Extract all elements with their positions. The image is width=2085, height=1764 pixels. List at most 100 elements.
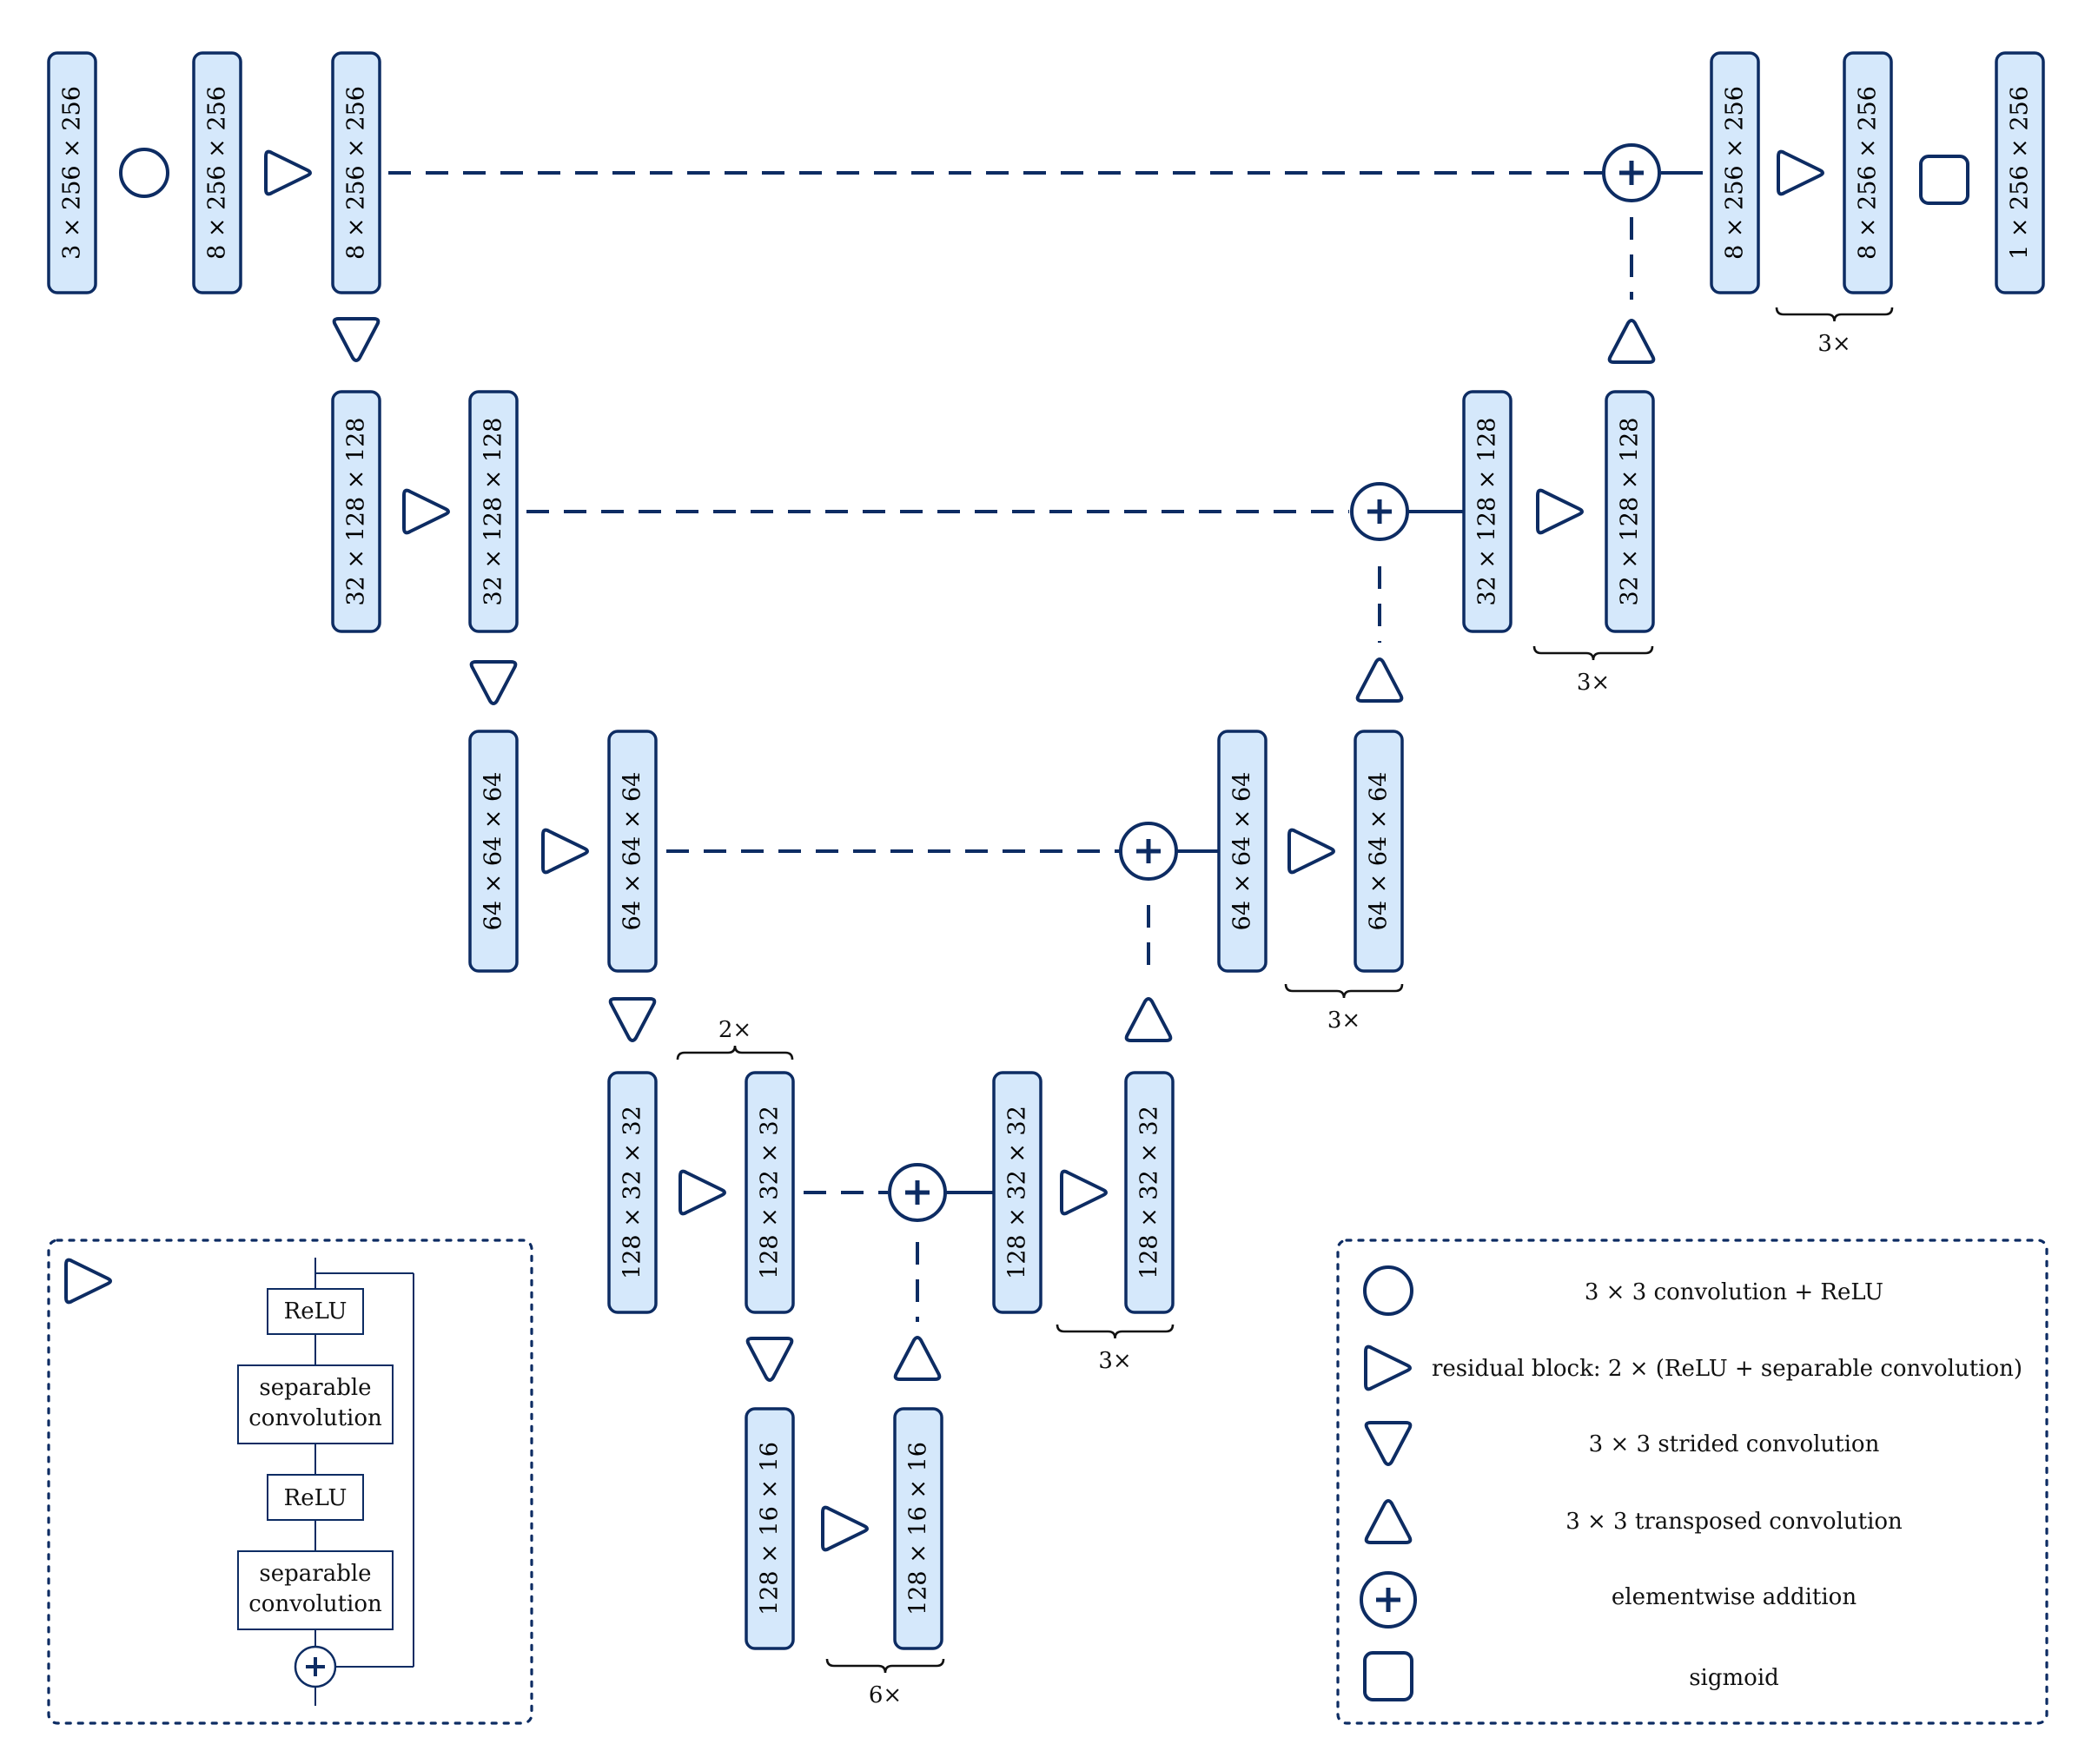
legend-addition-icon <box>1360 1571 1417 1629</box>
relu-box-1 <box>267 1288 364 1335</box>
tensor-shape-label: 128 × 32 × 32 <box>619 1106 646 1279</box>
tensor-block-b1: 3 × 256 × 256 <box>47 51 97 294</box>
tensor-shape-label: 32 × 128 × 128 <box>480 417 507 605</box>
tensor-block-b11: 128 × 16 × 16 <box>893 1407 943 1650</box>
tensor-shape-label: 64 × 64 × 64 <box>1229 772 1256 931</box>
conv-relu-icon <box>119 148 169 198</box>
tensor-block-b12: 128 × 32 × 32 <box>992 1071 1042 1314</box>
tensor-shape-label: 128 × 32 × 32 <box>1136 1106 1163 1279</box>
tensor-shape-label: 128 × 16 × 16 <box>905 1442 932 1615</box>
tensor-block-b3: 8 × 256 × 256 <box>331 51 381 294</box>
transposed-conv-icon <box>1124 997 1173 1042</box>
legend-addition-label: elementwise addition <box>1612 1584 1857 1610</box>
tensor-block-b7: 64 × 64 × 64 <box>607 730 658 973</box>
tensor-shape-label: 8 × 256 × 256 <box>1855 86 1882 260</box>
tensor-shape-label: 8 × 256 × 256 <box>1722 86 1749 260</box>
elementwise-add-icon <box>1119 822 1178 881</box>
tensor-block-b9: 128 × 32 × 32 <box>745 1071 795 1314</box>
strided-conv-icon <box>608 997 657 1042</box>
separable-conv-box-2 <box>237 1550 394 1630</box>
repeat-count-label: 6× <box>869 1682 902 1708</box>
tensor-block-b14: 64 × 64 × 64 <box>1217 730 1268 973</box>
elementwise-add-icon <box>1602 143 1661 202</box>
transposed-conv-icon <box>893 1336 942 1381</box>
repeat-count-label: 3× <box>1327 1008 1360 1034</box>
tensor-shape-label: 32 × 128 × 128 <box>1474 417 1501 605</box>
legend-sigmoid-icon <box>1363 1651 1413 1701</box>
residual-legend-frame <box>47 1239 533 1725</box>
separable-label-2: separable <box>259 1561 371 1587</box>
repeat-brace-level3: 3× <box>1056 1324 1175 1374</box>
relu-label-2: ReLU <box>284 1485 348 1511</box>
symbol-legend: 3 × 3 convolution + ReLU residual block:… <box>1336 1239 2049 1725</box>
symbol-legend-frame <box>1336 1239 2049 1725</box>
strided-conv-icon <box>745 1337 794 1382</box>
relu-box-2 <box>267 1474 364 1521</box>
legend-residual-label: residual block: 2 × (ReLU + separable co… <box>1432 1356 2022 1382</box>
relu-label-1: ReLU <box>284 1298 348 1325</box>
transposed-conv-icon <box>1355 657 1404 703</box>
residual-block-icon <box>541 828 589 875</box>
tensor-block-b2: 8 × 256 × 256 <box>192 51 242 294</box>
legend-transposed-label: 3 × 3 transposed convolution <box>1565 1509 1903 1535</box>
residual-block-icon <box>1287 828 1335 875</box>
tensor-shape-label: 128 × 32 × 32 <box>757 1106 784 1279</box>
repeat-count-label: 2× <box>718 1017 751 1043</box>
tensor-block-b13: 128 × 32 × 32 <box>1124 1071 1175 1314</box>
repeat-brace-bottom: 6× <box>825 1658 945 1708</box>
legend-strided-label: 3 × 3 strided convolution <box>1589 1431 1880 1457</box>
tensor-shape-label: 32 × 128 × 128 <box>1617 417 1644 605</box>
convolution-label-2: convolution <box>248 1591 382 1617</box>
repeat-count-label: 3× <box>1817 331 1850 357</box>
separable-conv-box-1 <box>237 1364 394 1444</box>
tensor-block-b18: 8 × 256 × 256 <box>1710 51 1760 294</box>
tensor-shape-label: 1 × 256 × 256 <box>2007 86 2034 260</box>
tensor-block-b16: 32 × 128 × 128 <box>1462 390 1512 633</box>
legend-conv-relu-icon <box>1363 1265 1413 1316</box>
tensor-block-b17: 32 × 128 × 128 <box>1605 390 1655 633</box>
strided-conv-icon <box>332 317 381 362</box>
tensor-block-b5: 32 × 128 × 128 <box>468 390 519 633</box>
residual-block-icon <box>1777 149 1824 196</box>
residual-block-icon <box>821 1505 869 1552</box>
tensor-block-b20: 1 × 256 × 256 <box>1995 51 2045 294</box>
tensor-block-b6: 64 × 64 × 64 <box>468 730 519 973</box>
residual-block-icon <box>678 1169 726 1216</box>
elementwise-add-icon <box>1350 482 1409 541</box>
elementwise-add-icon <box>888 1163 947 1222</box>
repeat-count-label: 3× <box>1577 670 1610 696</box>
tensor-shape-label: 128 × 16 × 16 <box>757 1442 784 1615</box>
tensor-shape-label: 8 × 256 × 256 <box>343 86 370 260</box>
convolution-label-1: convolution <box>248 1405 382 1431</box>
tensor-block-b19: 8 × 256 × 256 <box>1843 51 1893 294</box>
tensor-shape-label: 64 × 64 × 64 <box>619 772 646 931</box>
repeat-brace-level1: 3× <box>1532 645 1654 696</box>
transposed-conv-icon <box>1607 319 1656 364</box>
tensor-shape-label: 8 × 256 × 256 <box>204 86 231 260</box>
tensor-shape-label: 3 × 256 × 256 <box>59 86 86 260</box>
residual-block-icon <box>1536 488 1584 535</box>
repeat-brace-level2: 3× <box>1284 983 1404 1034</box>
legend-transposed-icon <box>1364 1499 1413 1544</box>
tensor-block-b8: 128 × 32 × 32 <box>607 1071 658 1314</box>
residual-block-icon <box>264 149 312 196</box>
sigmoid-icon <box>1919 155 1969 205</box>
tensor-shape-label: 64 × 64 × 64 <box>480 772 507 931</box>
strided-conv-icon <box>469 660 518 705</box>
residual-block-legend: ReLU separable convolution ReLU separabl… <box>47 1239 533 1725</box>
separable-label-1: separable <box>259 1375 371 1401</box>
tensor-block-b15: 64 × 64 × 64 <box>1354 730 1404 973</box>
repeat-brace-level0: 3× <box>1775 307 1894 357</box>
legend-conv-relu-label: 3 × 3 convolution + ReLU <box>1585 1279 1883 1305</box>
tensor-shape-label: 64 × 64 × 64 <box>1366 772 1393 931</box>
legend-strided-icon <box>1364 1421 1413 1466</box>
residual-block-icon <box>1060 1169 1108 1216</box>
residual-block-icon <box>64 1258 112 1305</box>
tensor-shape-label: 32 × 128 × 128 <box>343 417 370 605</box>
tensor-block-b10: 128 × 16 × 16 <box>745 1407 795 1650</box>
repeat-count-label: 3× <box>1098 1348 1131 1374</box>
legend-residual-icon <box>1364 1344 1412 1391</box>
legend-sigmoid-label: sigmoid <box>1689 1665 1779 1691</box>
repeat-brace-bottleneck: 2× <box>676 1017 794 1060</box>
